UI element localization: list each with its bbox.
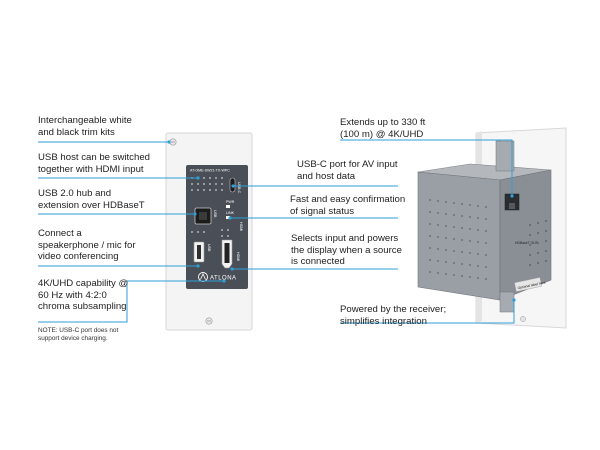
callout-lines bbox=[38, 139, 515, 324]
callout-speakerphone: Connect a speakerphone / mic for video c… bbox=[38, 228, 136, 262]
callout-line-4k-vert bbox=[38, 281, 128, 323]
callout-signal-status: Fast and easy confirmation of signal sta… bbox=[290, 194, 406, 217]
perforations bbox=[429, 199, 487, 280]
callout-dots bbox=[167, 140, 516, 302]
wall-plate-rear: HDBaseT OUT Optional label here bbox=[417, 127, 567, 329]
screw-icon bbox=[169, 138, 177, 146]
callout-usb-hub: USB 2.0 hub and extension over HDBaseT bbox=[38, 188, 145, 211]
screw-icon bbox=[205, 317, 213, 325]
hdbaset-label: HDBaseT OUT bbox=[515, 241, 538, 245]
callout-line-powered bbox=[340, 300, 515, 324]
hdmi-led-label: HDMI bbox=[239, 222, 243, 231]
side-label: Optional label here bbox=[517, 280, 546, 290]
insert-module: AT-OME-SW21-TX-WPC USB-C USB PWR LINK bbox=[186, 165, 248, 289]
link-label: LINK bbox=[226, 211, 235, 215]
usb-b-label: USB bbox=[213, 210, 217, 218]
usb-b-port: USB bbox=[194, 207, 217, 225]
status-leds: PWR LINK HDMI bbox=[226, 200, 243, 231]
pwr-label: PWR bbox=[226, 200, 235, 204]
screw-icon bbox=[520, 316, 526, 322]
usb-c-note: NOTE: USB-C port does not support device… bbox=[38, 327, 119, 342]
perforations-side bbox=[529, 220, 547, 266]
callout-usb-host: USB host can be switched together with H… bbox=[38, 152, 150, 175]
usbc-label: USB-C bbox=[237, 182, 241, 194]
model-header: AT-OME-SW21-TX-WPC bbox=[190, 169, 230, 173]
brand-text: ATLONA bbox=[210, 276, 237, 282]
hdmi-port: HDMI bbox=[221, 239, 240, 269]
usb-a-port: USB bbox=[193, 241, 211, 263]
callout-usb-c: USB-C port for AV input and host data bbox=[297, 159, 398, 182]
callout-powered: Powered by the receiver; simplifies inte… bbox=[340, 304, 447, 327]
hdmi-port-label: HDMI bbox=[236, 252, 240, 261]
callout-trim-kits: Interchangeable white and black trim kit… bbox=[38, 115, 132, 138]
callout-4k-capability: 4K/UHD capability @ 60 Hz with 4:2:0 chr… bbox=[38, 278, 129, 312]
callout-selects-input: Selects input and powers the display whe… bbox=[291, 233, 402, 267]
usb-a-label: USB bbox=[207, 244, 211, 252]
callout-line-extends bbox=[340, 139, 513, 196]
callout-extends: Extends up to 330 ft (100 m) @ 4K/UHD bbox=[340, 117, 426, 140]
